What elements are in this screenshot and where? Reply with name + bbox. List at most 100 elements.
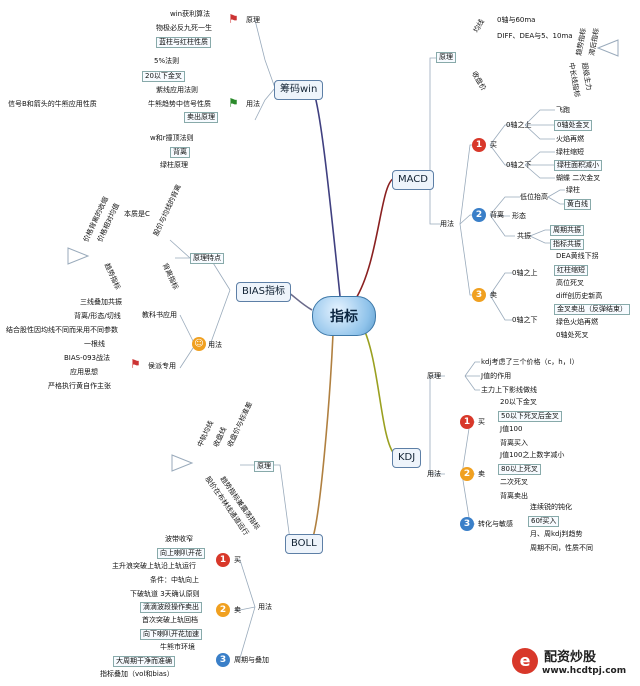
- kdj-buy: 买: [478, 418, 485, 426]
- macd-title: MACD: [398, 174, 428, 185]
- list-item: 60f买入: [528, 516, 560, 527]
- list-item: 二次死叉: [500, 478, 528, 486]
- macd-beili: 背离: [490, 211, 504, 219]
- chou-node[interactable]: 筹码win: [274, 80, 324, 100]
- list-item: kdj考虑了三个价格（c，h，l）: [481, 358, 579, 366]
- flag-icon: ⚑: [130, 357, 141, 371]
- list-item: 金叉卖出（反弹结束）: [554, 304, 630, 315]
- list-item: 周期共振: [550, 225, 584, 236]
- list-item: J值100: [500, 425, 523, 433]
- boll-node[interactable]: BOLL: [285, 534, 323, 554]
- list-item: 20以下金叉: [142, 71, 185, 82]
- list-item: 背离卖出: [500, 492, 528, 500]
- list-item: 条件：中轨向上: [150, 576, 199, 584]
- list-item: 结合股性因均线不同而采用不同参数: [6, 326, 118, 334]
- list-item: 物极必反九死一生: [156, 24, 212, 32]
- logo-brand: 配资炒股: [544, 650, 597, 665]
- macd-mai2: 卖: [490, 291, 497, 299]
- bias-houyuan: 侯派专用: [148, 362, 176, 370]
- list-item: 蝴蝶 二次金叉: [556, 174, 601, 182]
- kdj-title: KDJ: [398, 452, 416, 463]
- boll-sell: 卖: [234, 606, 241, 614]
- list-item: 信号B和箭头的牛熊应用性质: [8, 100, 97, 108]
- list-item: 绿柱面积减小: [554, 160, 602, 171]
- num-3-icon: 3: [216, 653, 230, 667]
- list-item: 卖出原理: [184, 112, 218, 123]
- bias-jiaokeshu: 教科书应用: [142, 311, 177, 319]
- num-2-icon: 2: [460, 467, 474, 481]
- num-2-icon: 2: [216, 603, 230, 617]
- list-item: 蓝柱与红柱性质: [156, 37, 211, 48]
- kdj-zhuanhua: 转化与敏感: [478, 520, 513, 528]
- center-label: 指标: [330, 309, 358, 325]
- list-item: 指标叠加（vol和bias）: [100, 670, 174, 678]
- list-item: 飞跑: [556, 106, 570, 114]
- list-item: DEA黄线下拐: [556, 252, 599, 260]
- list-item: 首次突破上轨回档: [142, 616, 198, 624]
- macd-yuanli: 原理: [436, 52, 456, 63]
- list-item: 一根线: [84, 340, 105, 348]
- logo-url: www.hcdtpj.com: [542, 666, 627, 676]
- list-item: 红柱缩短: [554, 265, 588, 276]
- num-1-icon: 1: [216, 553, 230, 567]
- macd-mai: 买: [490, 141, 497, 149]
- bias-tedian: 原理特点: [190, 253, 224, 264]
- list-item: 0轴处死叉: [556, 331, 589, 339]
- macd-yuanli-item: DIFF、DEA与5、10ma: [497, 32, 573, 40]
- kdj-node[interactable]: KDJ: [392, 448, 422, 468]
- list-item: 0轴处金叉: [554, 120, 593, 131]
- list-item: 50以下死叉后金叉: [498, 411, 562, 422]
- num-1-icon: 1: [472, 138, 486, 152]
- list-item: 绿柱原理: [160, 161, 188, 169]
- macd-gongzhen: 共振: [517, 232, 531, 240]
- macd-mai-below: 0轴之下: [506, 161, 532, 169]
- list-item: w和r撞顶法则: [150, 134, 194, 142]
- boll-yongfa: 用法: [258, 603, 272, 611]
- macd-node[interactable]: MACD: [392, 170, 434, 190]
- center-node[interactable]: 指标: [312, 296, 376, 336]
- flag-icon: ⚑: [228, 12, 239, 26]
- num-3-icon: 3: [460, 517, 474, 531]
- macd-yuanli-item: 0轴与60ma: [497, 16, 536, 24]
- boll-zhouqi: 周期与叠加: [234, 656, 269, 664]
- list-item: 指标共振: [550, 239, 584, 250]
- chou-yuanli: 原理: [246, 16, 260, 24]
- list-item: 绿柱缩短: [556, 148, 584, 156]
- list-item: J值的作用: [481, 372, 512, 380]
- list-item: win获利算法: [170, 10, 211, 18]
- list-item: 绿色火焰再燃: [556, 318, 598, 326]
- list-item: 高位死叉: [556, 279, 584, 287]
- list-item: 波带收窄: [165, 535, 193, 543]
- list-item: 严格执行黄自作主张: [48, 382, 111, 390]
- kdj-sell: 卖: [478, 470, 485, 478]
- boll-yuanli: 原理: [254, 461, 274, 472]
- list-item: 向上喇叭开花: [157, 548, 205, 559]
- chou-title: 筹码win: [280, 84, 318, 95]
- list-item: 背离: [170, 147, 190, 158]
- list-item: 下破轨道 3天确认原则: [130, 590, 200, 598]
- logo-e-icon: e: [512, 648, 538, 674]
- macd-sell-below: 0轴之下: [512, 316, 538, 324]
- list-item: diff创历史新高: [556, 292, 603, 300]
- list-item: 紫线应用法则: [156, 86, 198, 94]
- list-item: 主升浪突破上轨沿上轨运行: [112, 562, 196, 570]
- bias-yongfa: 用法: [208, 341, 222, 349]
- list-item: 应用思想: [70, 368, 98, 376]
- list-item: 月、周kdj判趋势: [530, 530, 583, 538]
- list-item: 背离买入: [500, 439, 528, 447]
- bias-node[interactable]: BIAS指标: [236, 282, 291, 302]
- list-item: 大周期干净而准确: [113, 656, 175, 667]
- boll-title: BOLL: [291, 538, 317, 549]
- list-item: 主力上下影线做线: [481, 386, 537, 394]
- list-item: 火焰再燃: [556, 135, 584, 143]
- num-1-icon: 1: [460, 415, 474, 429]
- list-item: 向下喇叭开花加速: [140, 629, 202, 640]
- macd-mai-above: 0轴之上: [506, 121, 532, 129]
- list-item: 连续锐的钝化: [530, 503, 572, 511]
- macd-beili-low: 低位抬高: [520, 193, 548, 201]
- macd-yongfa: 用法: [440, 220, 454, 228]
- boll-buy: 买: [234, 556, 241, 564]
- list-item: 5%法则: [154, 57, 180, 65]
- bias-title: BIAS指标: [242, 286, 285, 297]
